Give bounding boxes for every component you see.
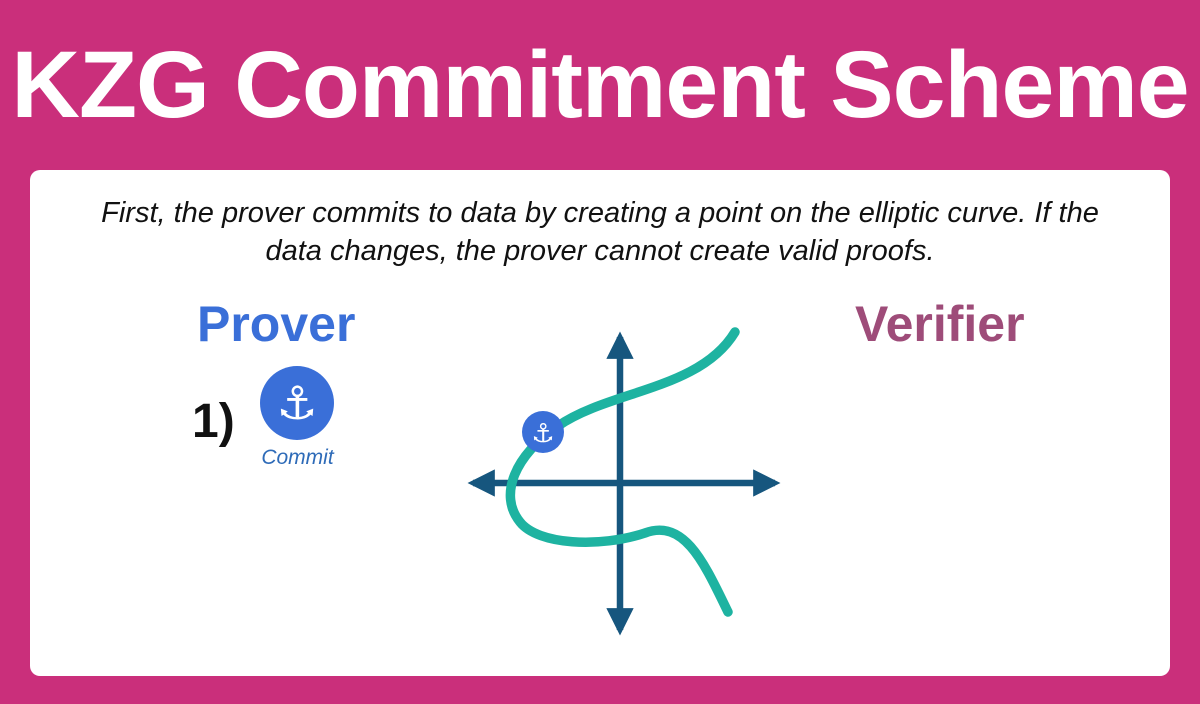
anchor-icon: ⚓ [531, 419, 554, 449]
elliptic-curve-plot: ⚓ [467, 327, 781, 636]
title-band: KZG Commitment Scheme [0, 0, 1200, 170]
page-title: KZG Commitment Scheme [11, 31, 1189, 138]
anchor-glyph: ⚓ [276, 376, 318, 430]
verifier-label: Verifier [855, 296, 1025, 352]
prover-label: Prover [197, 296, 356, 352]
commit-point-circle [522, 411, 564, 453]
description-text: First, the prover commits to data by cre… [101, 197, 1099, 268]
commit-label: Commit [261, 446, 334, 469]
anchor-icon: ⚓ [260, 366, 334, 440]
content-panel: First, the prover commits to data by cre… [30, 170, 1170, 676]
commit-point-marker: ⚓ [522, 411, 564, 453]
step-number: 1) [192, 395, 235, 448]
elliptic-curve [505, 327, 740, 617]
